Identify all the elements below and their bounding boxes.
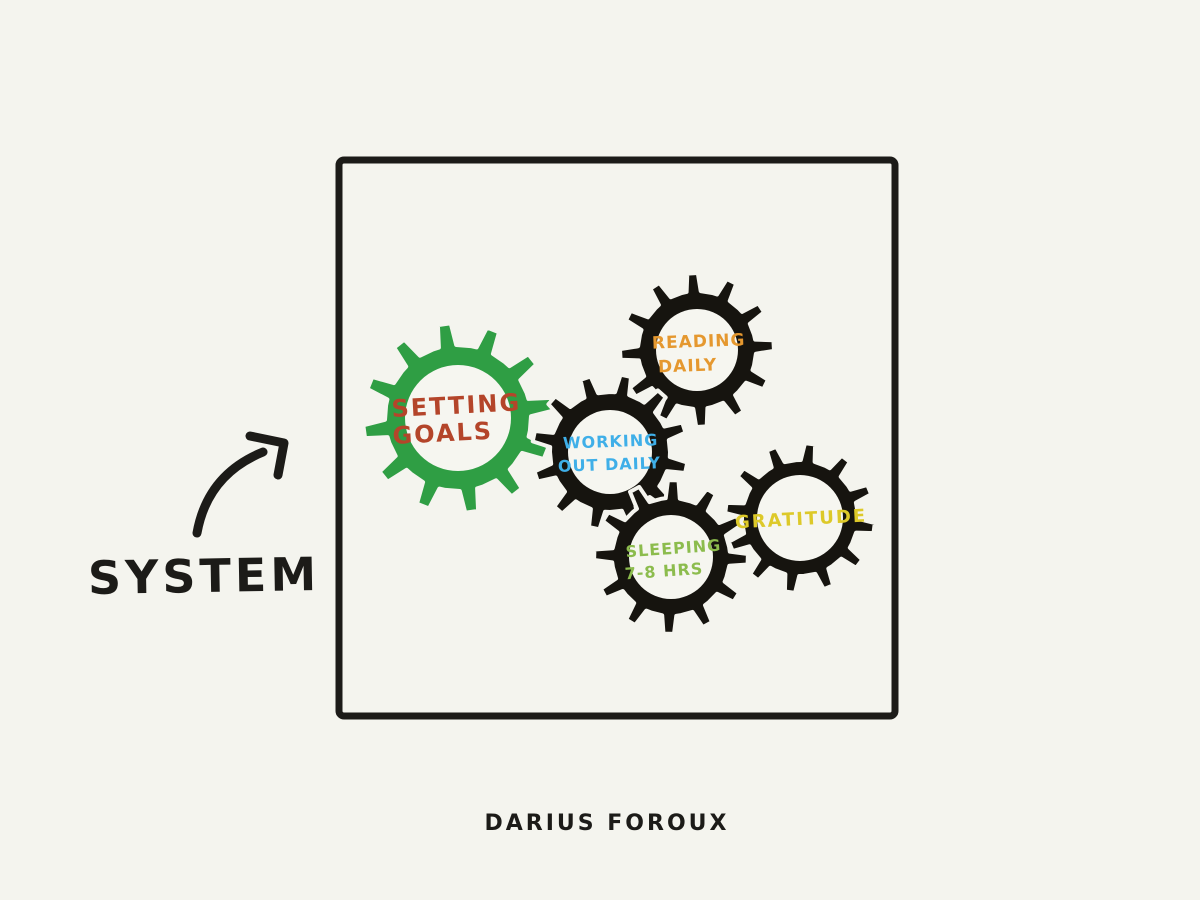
gear-reading-daily	[618, 271, 776, 429]
gear-label-working-out-daily: WORKING OUT DAILY	[558, 430, 662, 476]
gear-label-sleeping: SLEEPING 7-8 HRS	[624, 536, 722, 584]
gear-label-line: DAILY	[658, 355, 718, 377]
gear-label-line: GOALS	[392, 417, 494, 450]
gear-hole	[568, 410, 652, 494]
gear-label-line: OUT DAILY	[558, 453, 662, 476]
gear-label-line: WORKING	[563, 430, 659, 452]
gear-hole	[629, 515, 713, 599]
arrow-shaft	[192, 447, 268, 538]
gear-gratitude	[723, 441, 877, 595]
gear-sleeping-7-8-hrs	[592, 478, 750, 636]
system-arrow-icon	[192, 431, 289, 538]
signature: DARIUS FOROUX	[485, 811, 730, 836]
gear-label-line: READING	[652, 330, 746, 353]
gear-label-reading-daily: READING DAILY	[652, 330, 746, 377]
gear-label-line: SETTING	[391, 388, 522, 423]
gears-layer	[361, 271, 877, 636]
gear-hole	[757, 475, 843, 561]
system-label: SYSTEM	[87, 547, 320, 605]
gear-hole	[656, 309, 738, 391]
gear-working-out-daily	[530, 372, 690, 532]
arrow-head	[245, 431, 289, 480]
gear-setting-goals	[361, 321, 555, 515]
gear-label-setting-goals: SETTING GOALS	[391, 388, 522, 450]
system-boundary-box	[335, 156, 899, 720]
gear-hole	[405, 365, 511, 471]
